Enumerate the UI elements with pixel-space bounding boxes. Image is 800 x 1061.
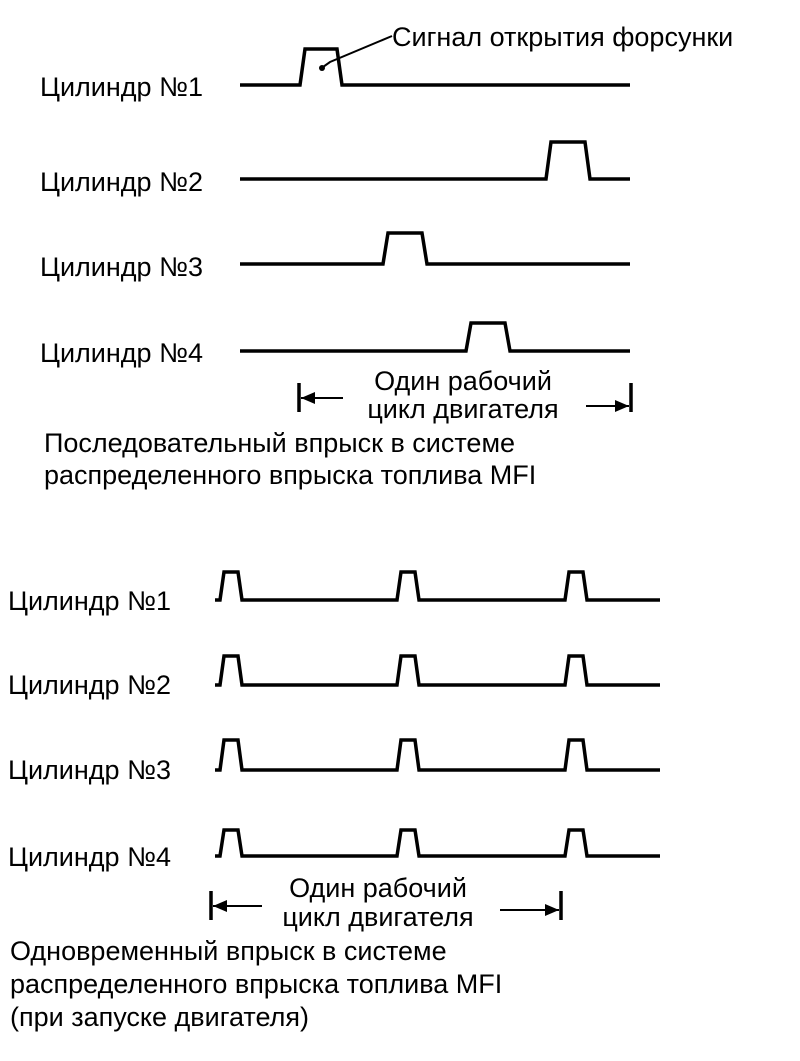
bottom-signal-cylinder-1	[215, 570, 660, 602]
annotation-leader-line	[322, 35, 393, 68]
bottom-caption-line-3: (при запуске двигателя)	[10, 1002, 309, 1032]
top-signal-cylinder-2	[240, 140, 630, 181]
top-cycle-label-line-1: Один рабочий	[374, 366, 552, 396]
bottom-signal-cylinder-2	[215, 654, 660, 687]
top-signal-cylinder-4	[240, 321, 630, 353]
top-caption-line-1: Последовательный впрыск в системе	[44, 428, 515, 458]
simultaneous-injection-panel: Цилиндр №1 Цилиндр №2 Цилиндр №3 Цилиндр…	[8, 570, 660, 1032]
bottom-row-label-cylinder-4: Цилиндр №4	[8, 842, 171, 872]
bottom-signal-cylinder-3	[215, 738, 660, 772]
injector-signal-annotation: Сигнал открытия форсунки	[392, 22, 733, 52]
bottom-row-label-cylinder-3: Цилиндр №3	[8, 755, 171, 785]
bottom-caption-line-2: распределенного впрыска топлива MFI	[10, 969, 502, 999]
top-cycle-label-line-2: цикл двигателя	[367, 394, 558, 424]
top-caption-line-2: распределенного впрыска топлива MFI	[44, 460, 536, 490]
top-cycle-right-arrowhead	[615, 400, 629, 412]
top-row-label-cylinder-4: Цилиндр №4	[40, 338, 203, 368]
top-row-label-cylinder-1: Цилиндр №1	[40, 72, 203, 102]
bottom-cycle-label-line-1: Один рабочий	[289, 873, 467, 903]
top-cycle-left-arrowhead	[301, 392, 315, 404]
top-row-label-cylinder-3: Цилиндр №3	[40, 252, 203, 282]
bottom-cycle-right-arrowhead	[545, 904, 559, 916]
bottom-row-label-cylinder-1: Цилиндр №1	[8, 586, 171, 616]
sequential-injection-panel: Сигнал открытия форсунки Цилиндр №1 Цили…	[40, 22, 733, 490]
bottom-cycle-label-line-2: цикл двигателя	[282, 902, 473, 932]
top-signal-cylinder-3	[240, 231, 630, 266]
bottom-row-label-cylinder-2: Цилиндр №2	[8, 670, 171, 700]
bottom-cycle-left-arrowhead	[213, 900, 227, 912]
top-row-label-cylinder-2: Цилиндр №2	[40, 167, 203, 197]
top-signal-cylinder-1	[240, 47, 630, 87]
annotation-dot	[319, 65, 325, 71]
bottom-caption-line-1: Одновременный впрыск в системе	[10, 936, 447, 966]
bottom-signal-cylinder-4	[215, 828, 660, 858]
